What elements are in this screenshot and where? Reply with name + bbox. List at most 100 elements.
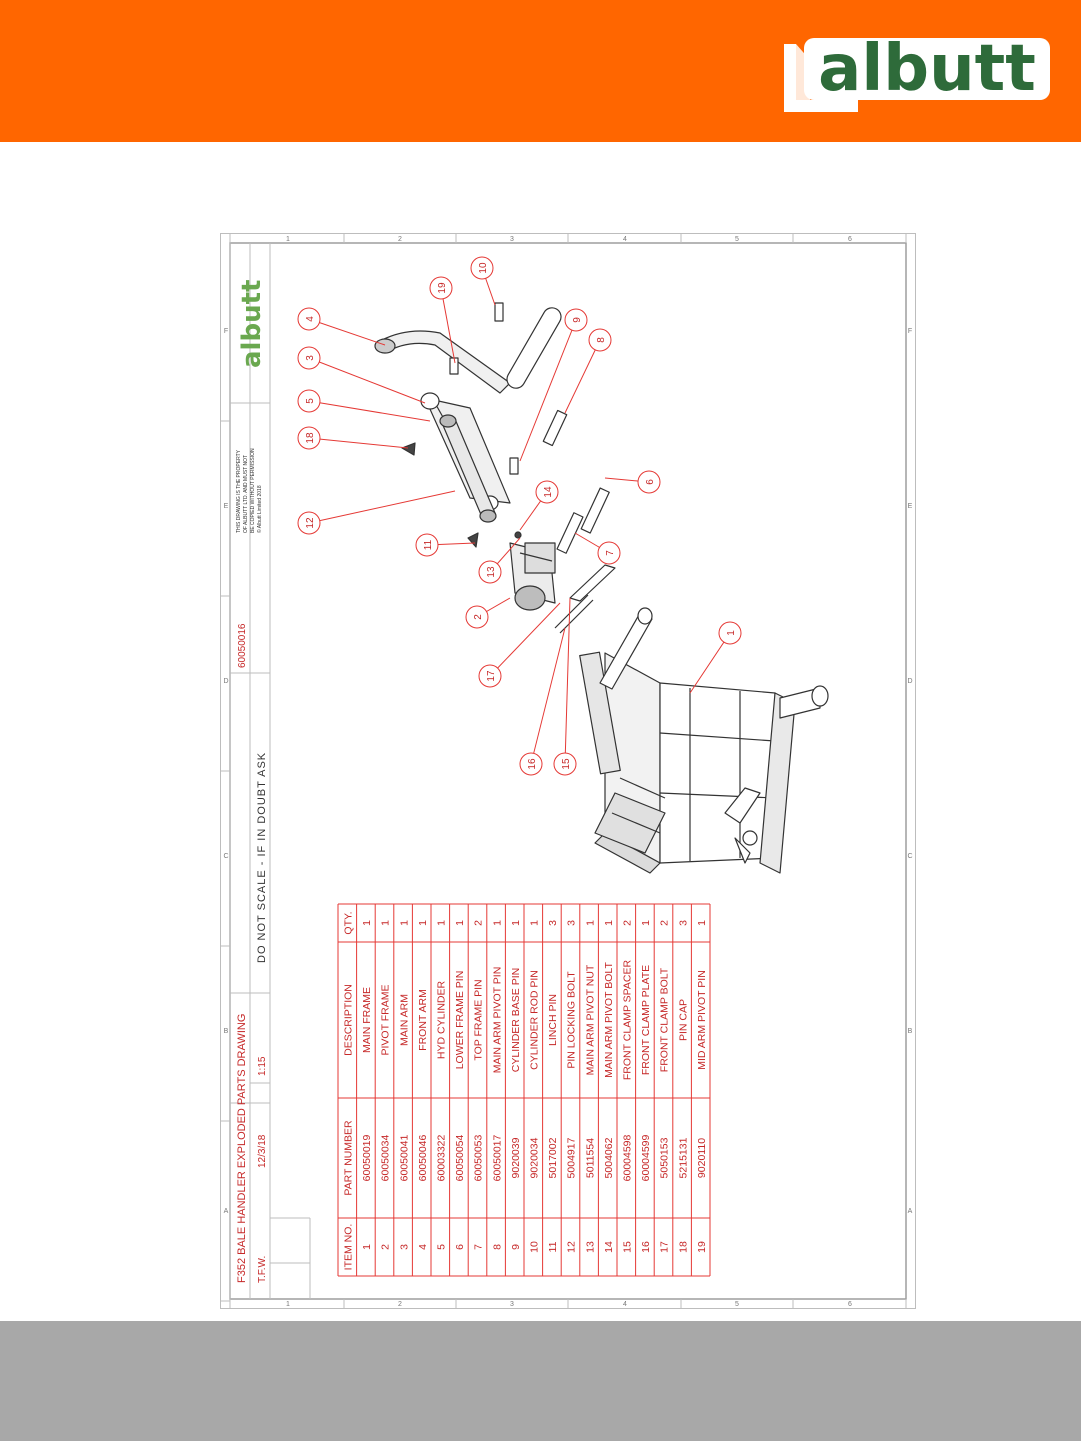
bom-cell: FRONT CLAMP BOLT: [659, 967, 671, 1072]
bom-cell: 9020039: [510, 1137, 522, 1178]
svg-text:albutt: albutt: [237, 280, 267, 368]
leader-line: [489, 602, 561, 677]
pivot-frame-part: [509, 542, 556, 611]
pin-cap: [401, 442, 416, 456]
cylinder-base-pin: [509, 457, 519, 475]
bom-cell: HYD CYLINDER: [436, 980, 448, 1059]
exploded-assembly: [374, 302, 829, 874]
bom-cell: 8: [491, 1244, 503, 1250]
balloon-label: 6: [645, 479, 656, 485]
bom-cell: 16: [640, 1241, 652, 1253]
bom-cell: MAIN FRAME: [361, 987, 373, 1053]
bom-cell: LOWER FRAME PIN: [454, 971, 466, 1070]
leader-line: [564, 597, 571, 765]
leader-line: [308, 357, 426, 404]
lower-frame-pin: [580, 487, 610, 534]
balloon-label: 8: [596, 337, 607, 343]
pivot-nut: [514, 531, 522, 539]
zone-letter-right: E: [908, 503, 913, 510]
item-balloon: [588, 328, 612, 352]
bom-cell: 9: [510, 1244, 522, 1250]
balloon-label: 14: [543, 486, 554, 498]
balloon-label: 11: [423, 539, 434, 550]
zone-number-top: 6: [848, 236, 852, 243]
leader-line: [564, 339, 601, 414]
zone-letter-left: B: [224, 1028, 229, 1035]
bom-cell: CYLINDER BASE PIN: [510, 968, 522, 1072]
bom-header-cell: PART NUMBER: [343, 1120, 355, 1196]
bom-cell: 11: [547, 1241, 559, 1252]
zone-letter-right: B: [908, 1028, 913, 1035]
bom-cell: 19: [696, 1241, 708, 1253]
bom-cell: 1: [398, 920, 410, 926]
svg-text:© Albutt Limited 2018: © Albutt Limited 2018: [256, 485, 263, 533]
item-balloon: [470, 256, 494, 280]
leader-line: [308, 490, 456, 524]
bom-cell: 9020110: [696, 1138, 708, 1178]
bom-cell: 1: [584, 920, 596, 926]
balloon-label: 19: [437, 282, 448, 294]
zone-letter-right: A: [908, 1208, 913, 1215]
bom-cell: 3: [677, 920, 689, 926]
zone-number-top: 5: [735, 236, 739, 243]
balloon-label: 16: [527, 758, 538, 770]
item-balloon: [597, 541, 621, 565]
bom-cell: TOP FRAME PIN: [473, 979, 485, 1060]
bom-cell: MAIN ARM PIVOT NUT: [584, 964, 596, 1075]
zone-letter-left: D: [223, 678, 228, 685]
leader-line: [530, 627, 566, 765]
title-block-logo: albutt: [237, 280, 267, 368]
item-balloon: [297, 307, 321, 331]
zone-number-top: 2: [398, 236, 402, 243]
zone-number-top: 4: [623, 236, 627, 243]
cylinder-rod-pin: [494, 302, 504, 322]
bill-of-materials-table: ITEM NO.PART NUMBERDESCRIPTIONQTY.160050…: [337, 903, 711, 1277]
top-frame-pin: [556, 512, 584, 554]
zone-number-bottom: 5: [735, 1301, 739, 1308]
item-balloon: [478, 560, 502, 584]
hydraulic-cylinder-part: [439, 414, 497, 523]
bom-cell: PIVOT FRAME: [380, 985, 392, 1056]
item-balloon: [718, 621, 742, 645]
mid-arm-pivot-pin: [449, 357, 459, 375]
bom-cell: 2: [622, 920, 634, 926]
bom-cell: 5011554: [584, 1138, 596, 1178]
leader-line: [308, 400, 431, 422]
bom-cell: MAIN ARM PIVOT PIN: [491, 967, 503, 1074]
bom-cell: MID ARM PIVOT PIN: [696, 970, 708, 1070]
bom-cell: 9020034: [529, 1137, 541, 1178]
bom-cell: 60050017: [491, 1134, 503, 1181]
linch-pin: [467, 532, 479, 548]
footer-band: [0, 1321, 1081, 1441]
scale-notice: DO NOT SCALE - IF IN DOUBT ASK: [256, 752, 268, 963]
bom-cell: 60004598: [622, 1134, 634, 1181]
bom-cell: 3: [547, 920, 559, 926]
zone-letter-left: C: [223, 853, 228, 860]
balloon-label: 7: [605, 550, 616, 556]
balloon-label: 2: [473, 614, 484, 620]
bom-cell: 5004062: [603, 1137, 615, 1178]
bom-cell: PIN LOCKING BOLT: [566, 971, 578, 1069]
item-balloon: [297, 346, 321, 370]
bom-cell: MAIN ARM: [398, 994, 410, 1046]
bom-cell: LINCH PIN: [547, 994, 559, 1046]
leader-line: [308, 437, 409, 449]
zone-number-top: 1: [286, 236, 290, 243]
albutt-logo: albutt: [782, 24, 1054, 116]
bom-cell: 10: [529, 1241, 541, 1253]
zone-number-bottom: 1: [286, 1301, 290, 1308]
balloon-label: 10: [478, 262, 489, 274]
balloon-label: 3: [305, 355, 316, 361]
bom-cell: CYLINDER ROD PIN: [529, 970, 541, 1070]
svg-text:BE COPIED WITHOUT PERMISSION: BE COPIED WITHOUT PERMISSION: [250, 448, 256, 533]
leader-line: [689, 632, 731, 694]
bom-cell: 1: [640, 920, 652, 926]
bom-cell: 1: [696, 920, 708, 926]
bom-cell: 1: [361, 920, 373, 926]
bom-cell: 12: [566, 1241, 578, 1253]
balloon-label: 13: [486, 566, 497, 578]
zone-number-top: 3: [510, 236, 514, 243]
bom-cell: 60050053: [473, 1134, 485, 1181]
leader-line: [308, 318, 386, 346]
balloon-label: 17: [486, 670, 497, 682]
